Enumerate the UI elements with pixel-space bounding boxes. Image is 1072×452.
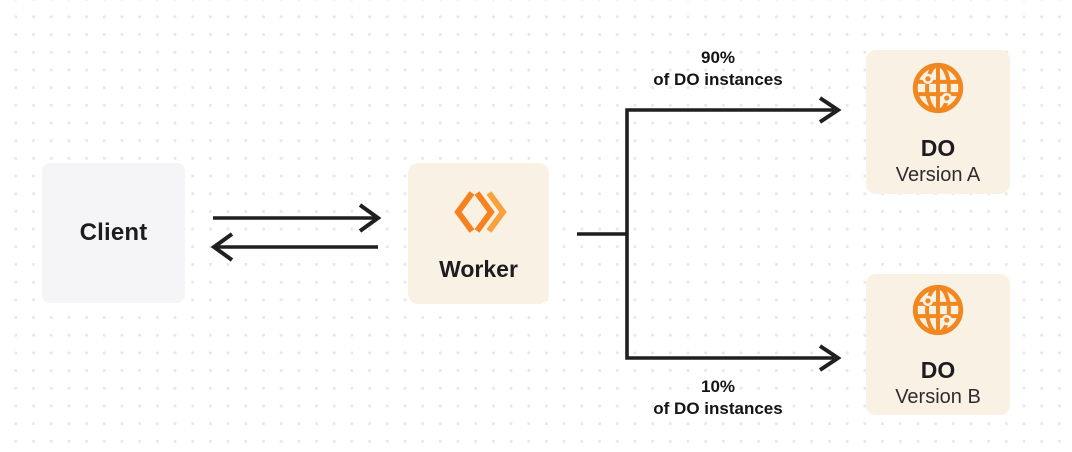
do-b-title: DO (920, 357, 956, 383)
do-a-title: DO (920, 134, 956, 161)
client-node: Client (42, 163, 185, 303)
arrow-worker-to-client (210, 232, 378, 262)
do-a-subtitle: Version A (895, 163, 981, 186)
client-label: Client (79, 219, 148, 246)
worker-label: Worker (439, 256, 518, 282)
branch-arrow-10 (625, 234, 842, 372)
globe-icon (910, 282, 966, 338)
workers-logo-icon (451, 184, 507, 240)
globe-icon (910, 60, 966, 116)
branch-90-percent: 90% (700, 48, 736, 67)
arrow-client-to-worker (213, 203, 382, 233)
branch-10-label: 10% of DO instances (608, 376, 828, 419)
branch-10-percent: 10% (700, 377, 736, 396)
do-version-a-node: DO Version A (866, 50, 1010, 194)
branch-90-label: 90% of DO instances (608, 47, 828, 90)
branch-10-caption: of DO instances (653, 398, 783, 418)
branch-arrow-90 (625, 96, 842, 234)
worker-node: Worker (408, 163, 549, 304)
do-b-subtitle: Version B (895, 386, 981, 408)
do-version-b-node: DO Version B (866, 274, 1010, 415)
branch-90-caption: of DO instances (653, 69, 783, 89)
